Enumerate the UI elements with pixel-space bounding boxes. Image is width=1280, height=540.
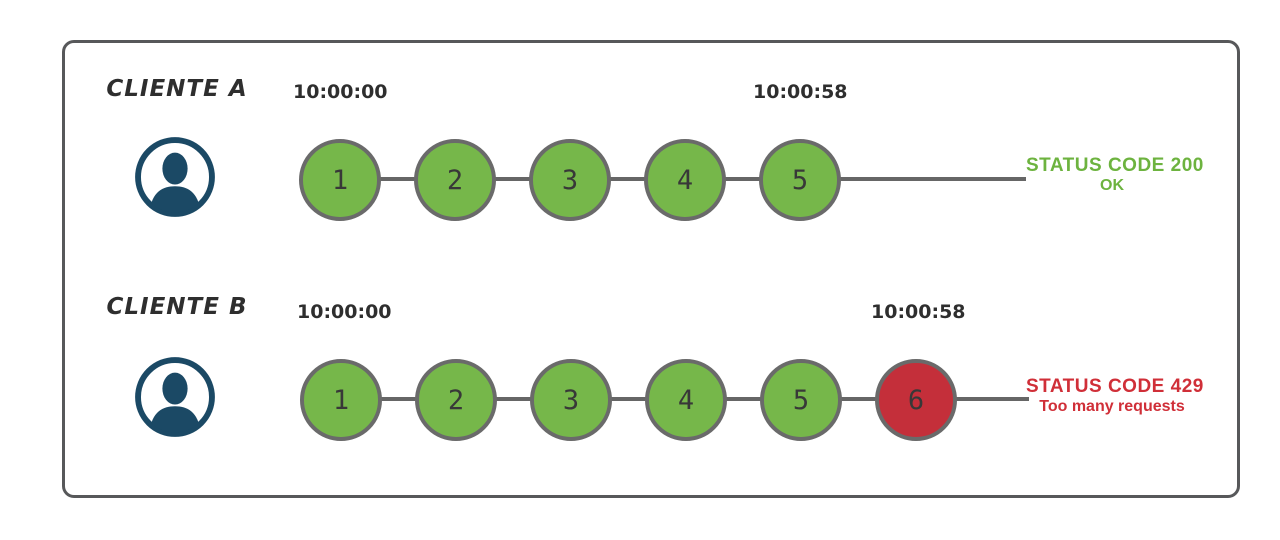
client-b-end-timestamp: 10:00:58 bbox=[871, 301, 966, 323]
client-b-status-text: Too many requests bbox=[1039, 397, 1185, 415]
client-a-avatar-icon bbox=[133, 135, 217, 219]
request-circle-ok: 2 bbox=[415, 359, 497, 441]
client-b-start-timestamp: 10:00:00 bbox=[297, 301, 392, 323]
request-circle-ok: 1 bbox=[299, 139, 381, 221]
client-b-label: CLIENTE B bbox=[106, 294, 248, 320]
client-b-avatar-icon bbox=[133, 355, 217, 439]
request-circle-ok: 4 bbox=[644, 139, 726, 221]
client-a-status-code: STATUS CODE 200 bbox=[1026, 155, 1204, 176]
request-circle-ok: 1 bbox=[300, 359, 382, 441]
client-a-end-timestamp: 10:00:58 bbox=[753, 81, 848, 103]
client-a-label: CLIENTE A bbox=[106, 76, 248, 102]
request-circle-ok: 3 bbox=[530, 359, 612, 441]
client-a-start-timestamp: 10:00:00 bbox=[293, 81, 388, 103]
request-circle-ok: 2 bbox=[414, 139, 496, 221]
request-circle-rate-limited: 6 bbox=[875, 359, 957, 441]
client-b-status: STATUS CODE 429 Too many requests bbox=[1026, 376, 1204, 416]
client-a-status-text: OK bbox=[1100, 176, 1124, 194]
client-b-status-code: STATUS CODE 429 bbox=[1026, 376, 1204, 397]
request-circle-ok: 4 bbox=[645, 359, 727, 441]
request-circle-ok: 5 bbox=[759, 139, 841, 221]
request-circle-ok: 3 bbox=[529, 139, 611, 221]
request-circle-ok: 5 bbox=[760, 359, 842, 441]
client-a-status: STATUS CODE 200 OK bbox=[1026, 155, 1204, 195]
